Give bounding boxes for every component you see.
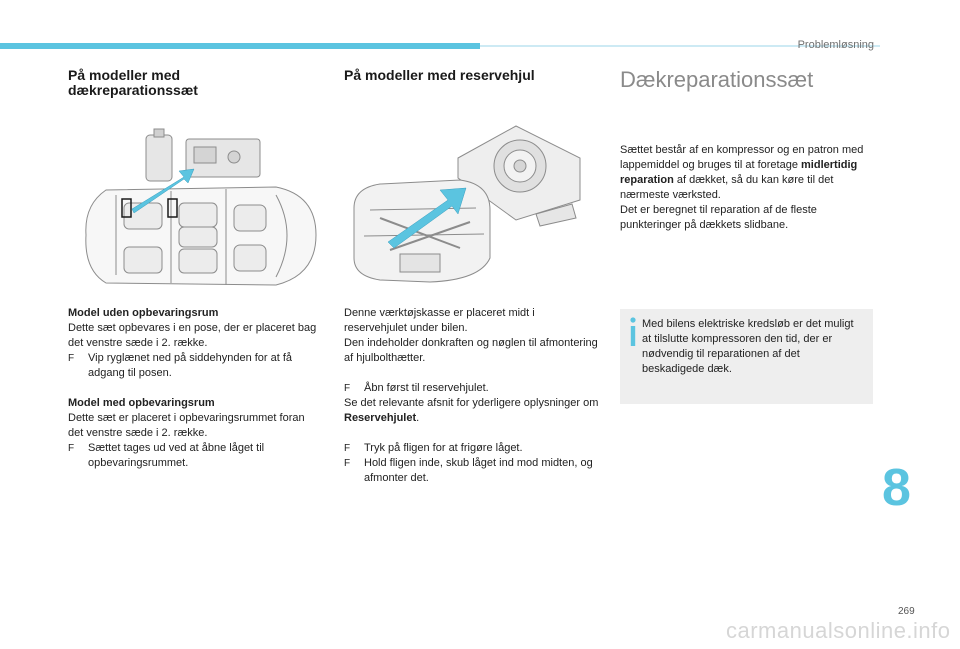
col2-bullet1-text: Åbn først til reservehjulet.: [364, 382, 489, 394]
col2-para3: Se det relevante afsnit for yderligere o…: [344, 396, 600, 426]
header-accent-line: [480, 45, 880, 47]
col2-para2: Den indeholder donkraften og nøglen til …: [344, 337, 598, 364]
info-box: Med bilens elektriske kredsløb er det mu…: [620, 309, 873, 404]
bullet-mark: F: [344, 443, 351, 454]
col2-body: Denne værktøjskasse er placeret midt i r…: [344, 306, 600, 486]
col2-bullet1: F Åbn først til reservehjulet.: [344, 381, 600, 396]
col3-body: Sættet består af en kompressor og en pat…: [620, 143, 870, 242]
section-label: Problemløsning: [797, 39, 874, 51]
col1-title-line2: dækreparationssæt: [68, 82, 198, 98]
col2-bullet3-text: Hold fligen inde, skub låget ind mod mid…: [364, 457, 593, 484]
info-icon: [630, 317, 636, 346]
bullet-mark: F: [344, 458, 351, 469]
block1-heading: Model uden opbevaringsrum: [68, 307, 219, 319]
col2-para3-prefix: Se det relevante afsnit for yderligere o…: [344, 397, 599, 409]
col3-para1: Sættet består af en kompressor og en pat…: [620, 143, 870, 203]
col2-para3-link: Reservehjulet: [344, 412, 417, 424]
col1-title-line1: På modeller med: [68, 67, 181, 83]
col2-title: På modeller med reservehjul: [344, 67, 535, 83]
block2-text: Dette sæt er placeret i opbevaringsrumme…: [68, 412, 305, 439]
col3-para1-emphasis: midlertidig reparation: [620, 159, 858, 186]
col2-bullet3: F Hold fligen inde, skub låget ind mod m…: [344, 456, 600, 486]
spare-wheel-toolbox-illustration: [353, 125, 581, 283]
block2-bullet-text: Sættet tages ud ved at åbne låget til op…: [88, 442, 265, 469]
bullet-mark: F: [344, 383, 351, 394]
col2-bullet2: F Tryk på fligen for at frigøre låget.: [344, 441, 600, 456]
col3-para1-suffix: af dækket, så du kan køre til det nærmes…: [620, 174, 834, 201]
col2-para1: Denne værktøjskasse er placeret midt i r…: [344, 307, 535, 334]
bullet-mark: F: [68, 443, 75, 454]
block1-text: Dette sæt opbevares i en pose, der er pl…: [68, 322, 317, 349]
page-number: 269: [898, 606, 915, 617]
info-text: Med bilens elektriske kredsløb er det mu…: [642, 318, 854, 375]
car-interior-illustration: [85, 128, 317, 286]
col2-para3-suffix: .: [416, 412, 420, 424]
block1-bullet-text: Vip ryglænet ned på siddehynden for at f…: [88, 352, 293, 379]
col3-para2: Det er beregnet til reparation af de fle…: [620, 204, 817, 231]
main-title: Dækreparationssæt: [620, 67, 814, 92]
block2-heading: Model med opbevaringsrum: [68, 397, 215, 409]
col1-title: På modeller med dækreparationssæt: [68, 68, 198, 98]
col2-bullet2-text: Tryk på fligen for at frigøre låget.: [364, 442, 523, 454]
block2-bullet: F Sættet tages ud ved at åbne låget til …: [68, 441, 320, 471]
bullet-mark: F: [68, 353, 75, 364]
header-accent-bar: [0, 43, 480, 49]
block1-bullet: F Vip ryglænet ned på siddehynden for at…: [68, 351, 320, 381]
col3-para1-prefix: Sættet består af en kompressor og en pat…: [620, 144, 864, 171]
watermark: carmanualsonline.info: [726, 618, 951, 643]
chapter-number: 8: [882, 459, 911, 517]
col1-body: Model uden opbevaringsrum Dette sæt opbe…: [68, 306, 320, 471]
